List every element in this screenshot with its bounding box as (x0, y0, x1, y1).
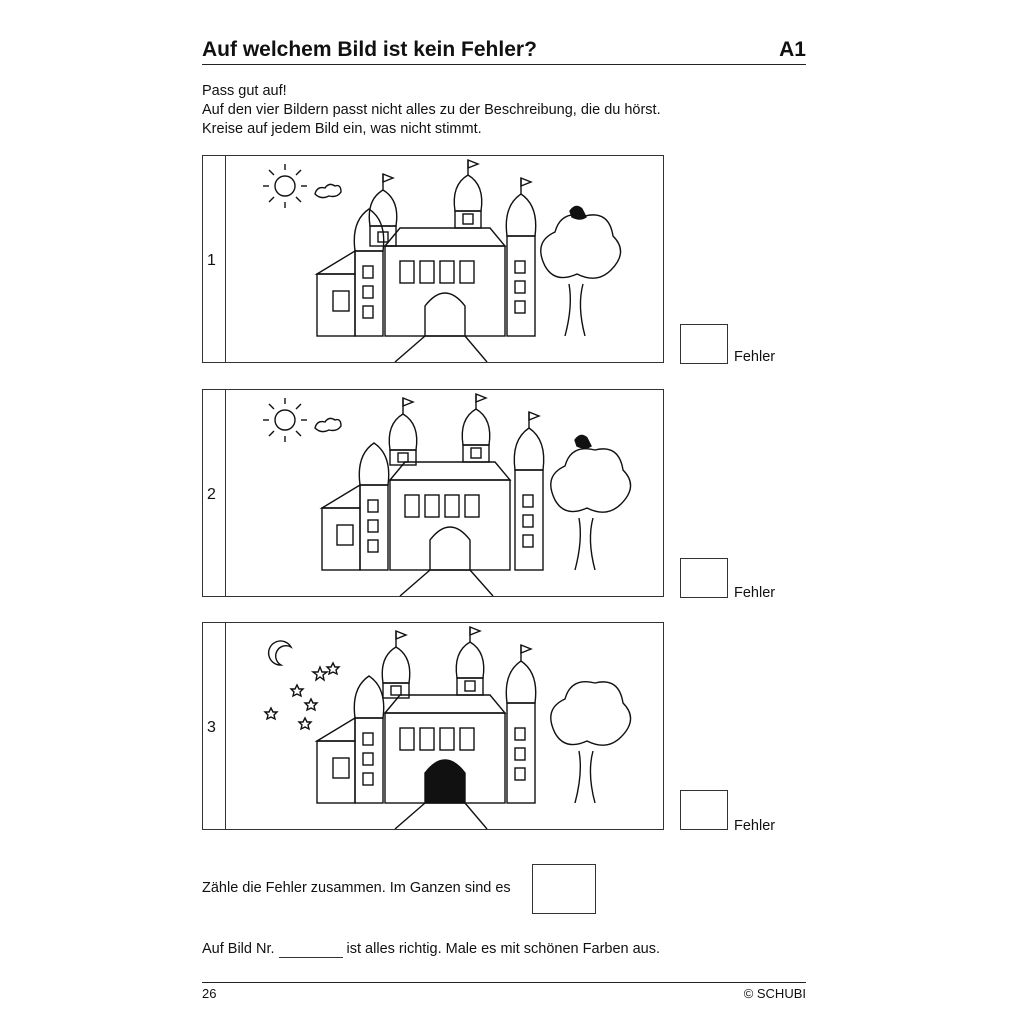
tree-icon (574, 750, 596, 804)
sun-icon (263, 164, 307, 208)
fehler-box-3[interactable] (680, 790, 728, 830)
picture-number: 1 (207, 252, 216, 269)
sum-answer-box[interactable] (532, 864, 596, 914)
fehler-label: Fehler (734, 349, 776, 365)
castle-door (424, 292, 466, 337)
castle-illustration-1[interactable] (225, 156, 663, 362)
instruction-line: Pass gut auf! (202, 83, 287, 99)
picture-number: 2 (207, 486, 216, 503)
answer-after: ist alles richtig. Male es mit schönen F… (346, 941, 661, 957)
page-title: Auf welchem Bild ist kein Fehler? A1 (202, 38, 806, 65)
instruction-line: Auf den vier Bildern passt nicht alles z… (202, 102, 661, 118)
number-column: 3 (203, 623, 226, 829)
sum-prompt: Zähle die Fehler zusammen. Im Ganzen sin… (202, 880, 511, 896)
picture-panel-3: 3 (202, 622, 664, 830)
moon-icon (267, 640, 293, 666)
title-text: Auf welchem Bild ist kein Fehler? (202, 38, 537, 61)
fehler-label: Fehler (734, 818, 776, 834)
answer-line: Auf Bild Nr. ist alles richtig. Male es … (202, 941, 660, 958)
star-icons (263, 661, 341, 731)
number-column: 2 (203, 390, 226, 596)
instruction-line: Kreise auf jedem Bild ein, was nicht sti… (202, 121, 482, 137)
cloud-icon (314, 417, 342, 433)
fehler-label: Fehler (734, 585, 776, 601)
answer-blank[interactable] (278, 941, 343, 958)
copyright: © SCHUBI (743, 986, 806, 1001)
castle-illustration-3[interactable] (225, 623, 663, 829)
page-footer: 26 © SCHUBI (202, 982, 806, 1001)
fehler-box-1[interactable] (680, 324, 728, 364)
bird-icon (569, 205, 587, 220)
cloud-icon (314, 183, 342, 199)
picture-panel-1: 1 (202, 155, 664, 363)
number-column: 1 (203, 156, 226, 362)
picture-number: 3 (207, 719, 216, 736)
picture-panel-2: 2 (202, 389, 664, 597)
tree-icon (574, 517, 596, 571)
castle-door (429, 526, 471, 571)
fehler-box-2[interactable] (680, 558, 728, 598)
sheet-code: A1 (779, 38, 806, 61)
page-number: 26 (202, 986, 217, 1001)
answer-before: Auf Bild Nr. (202, 941, 275, 957)
sun-icon (263, 398, 307, 442)
castle-illustration-2[interactable] (225, 390, 663, 596)
bird-icon (574, 434, 592, 449)
tree-icon (564, 283, 586, 337)
instructions: Pass gut auf! Auf den vier Bildern passt… (202, 82, 661, 139)
castle-door (424, 759, 466, 804)
